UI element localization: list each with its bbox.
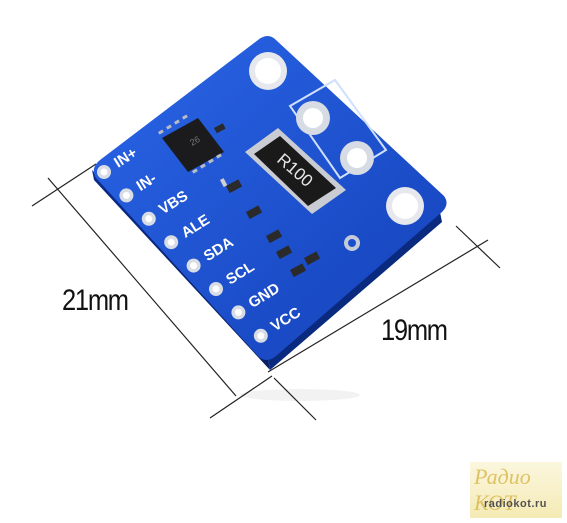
mounting-holes — [249, 52, 424, 225]
pin-hole-center — [167, 238, 175, 246]
board-shadow — [240, 389, 360, 401]
terminal-pads — [296, 101, 374, 175]
pin-hole-center — [257, 332, 265, 340]
dim-tick-right-bottom — [273, 377, 317, 421]
dimension-lines — [31, 163, 501, 421]
shunt-resistor: R100 — [245, 128, 346, 214]
ic-chip: 26 — [157, 114, 224, 174]
dimension-height-label: 21mm — [62, 284, 129, 317]
dimension-width-label: 19mm — [381, 314, 448, 347]
dim-tick-bottom — [209, 375, 273, 419]
watermark: Радио КОТ radiokot.ru — [470, 462, 562, 518]
pcb-board — [93, 36, 447, 360]
dim-line-21-left — [47, 177, 237, 397]
watermark-title: Радио КОТ — [474, 464, 531, 515]
pin-hole-center — [212, 285, 220, 293]
chip-marking: 26 — [188, 134, 202, 148]
dim-tick-right-top — [455, 225, 501, 269]
pin-hole-center — [100, 168, 108, 176]
pin-holes — [97, 165, 268, 343]
pin-hole-center — [234, 308, 242, 316]
dim-line-19-bottom — [267, 239, 489, 373]
pin-hole-center — [190, 262, 198, 270]
pin-hole-center — [145, 215, 153, 223]
watermark-url: radiokot.ru — [484, 498, 547, 510]
pcb-edge-right — [268, 212, 442, 370]
smd-components — [214, 123, 321, 278]
pin-hole-center — [122, 191, 130, 199]
terminal-outline — [288, 78, 388, 180]
dim-tick-top — [31, 163, 97, 207]
